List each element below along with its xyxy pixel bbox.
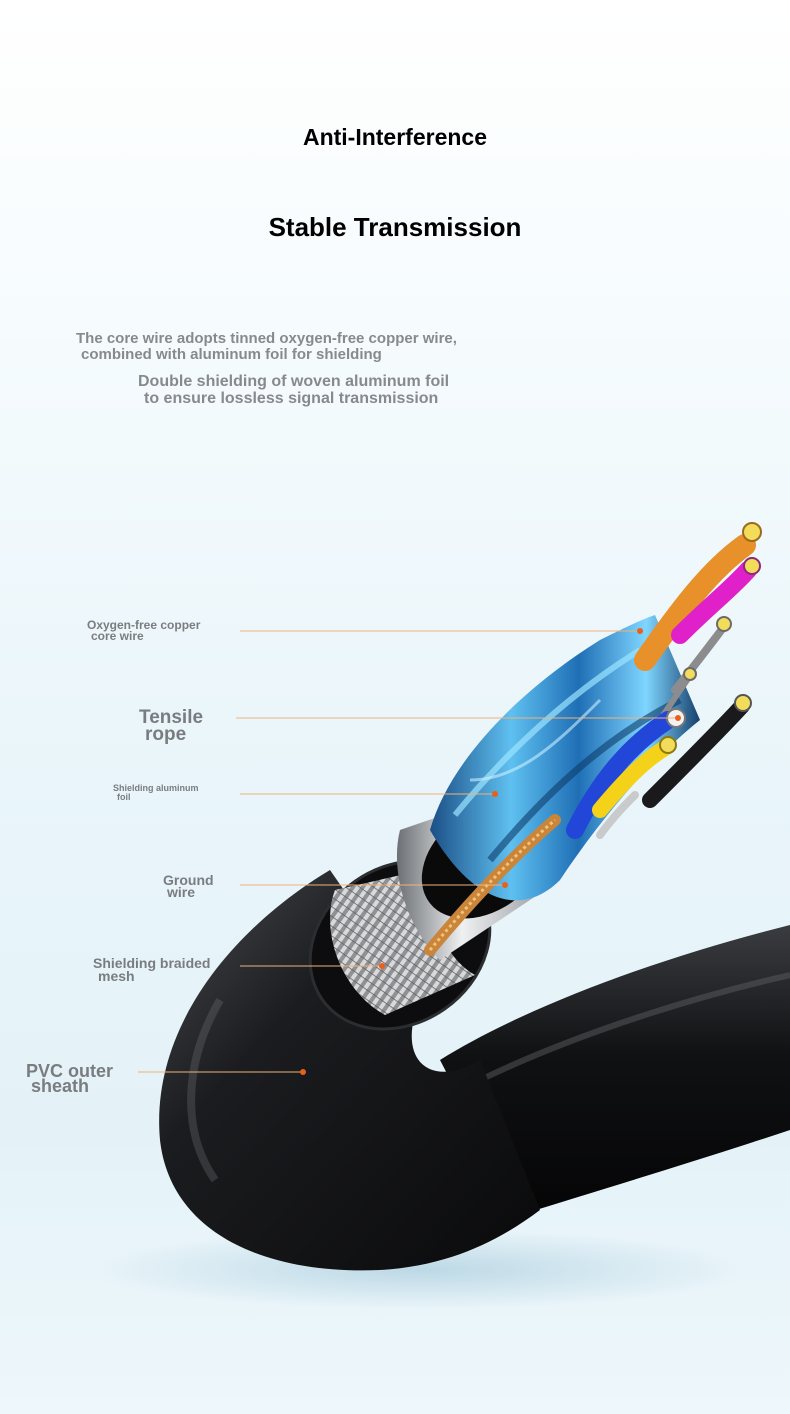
- wire-orange: [634, 534, 756, 671]
- cable-bend: [159, 870, 541, 1271]
- wire-magenta: [671, 561, 757, 644]
- callout-line: mesh: [98, 968, 135, 984]
- callout-line: Tensile: [139, 707, 204, 728]
- braided-mesh: [330, 865, 475, 1015]
- description-line: The core wire adopts tinned oxygen-free …: [76, 330, 457, 347]
- description-line: to ensure lossless signal transmission: [144, 390, 439, 407]
- wire-yellow: [592, 740, 673, 818]
- description-line: combined with aluminum foil for shieldin…: [81, 346, 382, 363]
- callout-line: rope: [145, 724, 187, 745]
- description-double-shielding: Double shielding of woven aluminum foil …: [138, 373, 449, 407]
- heading-anti-interference: Anti-Interference: [302, 124, 488, 150]
- callout-line: sheath: [31, 1076, 90, 1096]
- leader-lines: [138, 630, 678, 1073]
- wire-blue: [566, 711, 677, 839]
- callout-shielding-aluminum-foil: Shielding aluminum foil: [113, 784, 199, 802]
- shielding-foil: [430, 615, 700, 901]
- callout-line: PVC outer: [26, 1061, 114, 1081]
- tensile-strands: [596, 791, 639, 839]
- callout-line: wire: [167, 884, 196, 900]
- description-line: Double shielding of woven aluminum foil: [138, 373, 450, 390]
- description-core-wire: The core wire adopts tinned oxygen-free …: [76, 331, 457, 363]
- heading-stable-transmission: Stable Transmission: [268, 212, 522, 242]
- wire-strand-top: [671, 624, 727, 694]
- callout-line: Shielding braided: [93, 955, 211, 971]
- callout-shielding-braided-mesh: Shielding braided mesh: [93, 955, 211, 984]
- leader-dots: [300, 628, 681, 1075]
- callout-line: foil: [117, 792, 131, 802]
- callout-copper-core-wire: Oxygen-free copper core wire: [87, 618, 201, 643]
- callout-line: Ground: [163, 872, 214, 888]
- callout-line: core wire: [91, 629, 144, 643]
- callout-tensile-rope: Tensile rope: [139, 707, 204, 745]
- callout-line: Shielding aluminum: [113, 783, 199, 793]
- wire-black: [642, 698, 750, 808]
- callout-ground-wire: Ground wire: [163, 872, 214, 900]
- callout-pvc-outer-sheath: PVC outer sheath: [26, 1061, 114, 1096]
- callout-line: Oxygen-free copper: [87, 618, 201, 632]
